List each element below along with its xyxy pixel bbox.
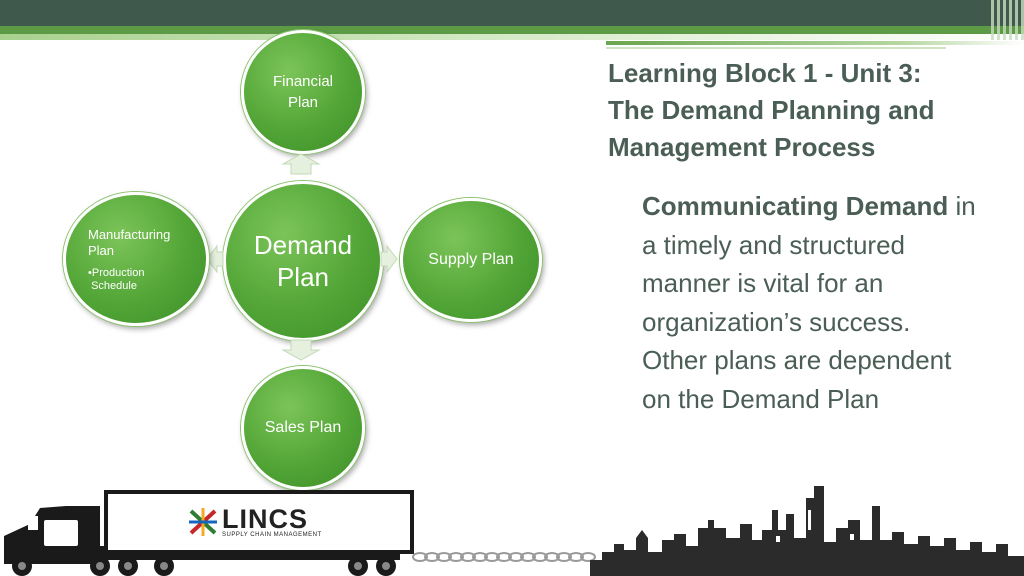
financial-plan-line2: Plan	[287, 94, 319, 111]
sales-plan-circle: Sales Plan	[241, 366, 365, 490]
title-line2: The Demand Planning and	[608, 95, 935, 125]
logo-tagline: SUPPLY CHAIN MANAGEMENT	[222, 532, 322, 538]
body-bold-phrase: Communicating Demand	[642, 191, 949, 221]
supply-plan-label: Supply Plan	[428, 251, 514, 268]
logo-name: LINCS	[222, 504, 308, 534]
trailer-panel	[104, 490, 414, 554]
top-banner-light	[0, 34, 1024, 40]
top-banner-green	[0, 26, 1024, 34]
body-rest-text: in a timely and structured manner is vit…	[642, 191, 976, 414]
title-accent-line-thin	[606, 47, 946, 49]
manufacturing-bullet-line2: Schedule	[91, 280, 137, 292]
financial-plan-line1: Financial	[272, 73, 334, 90]
city-skyline-icon	[590, 486, 1024, 576]
lincs-logo-icon	[189, 508, 217, 536]
top-banner-dark	[0, 0, 1024, 26]
title-line3: Management Process	[608, 132, 876, 162]
banner-stripes	[990, 0, 1024, 40]
arrow-down-icon	[281, 339, 321, 361]
arrow-up-icon	[281, 153, 321, 175]
supply-plan-circle: Supply Plan	[400, 198, 542, 322]
lincs-logo: LINCS SUPPLY CHAIN MANAGEMENT	[188, 506, 322, 538]
manufacturing-bullet-line1: •Production	[88, 267, 145, 279]
chain-icon	[412, 552, 596, 562]
title-accent-line	[606, 41, 1024, 45]
manufacturing-plan-line1: Manufacturing	[88, 227, 171, 242]
slide-title: Learning Block 1 - Unit 3: The Demand Pl…	[608, 55, 1018, 166]
manufacturing-plan-line2: Plan	[88, 243, 115, 258]
sales-plan-label: Sales Plan	[264, 419, 342, 436]
arrow-left-icon	[206, 244, 224, 274]
body-paragraph: Communicating Demand in a timely and str…	[642, 187, 982, 418]
demand-plan-line1: Demand	[253, 230, 353, 260]
title-line1: Learning Block 1 - Unit 3:	[608, 58, 922, 88]
arrow-right-icon	[380, 244, 398, 274]
demand-plan-line2: Plan	[276, 262, 330, 292]
